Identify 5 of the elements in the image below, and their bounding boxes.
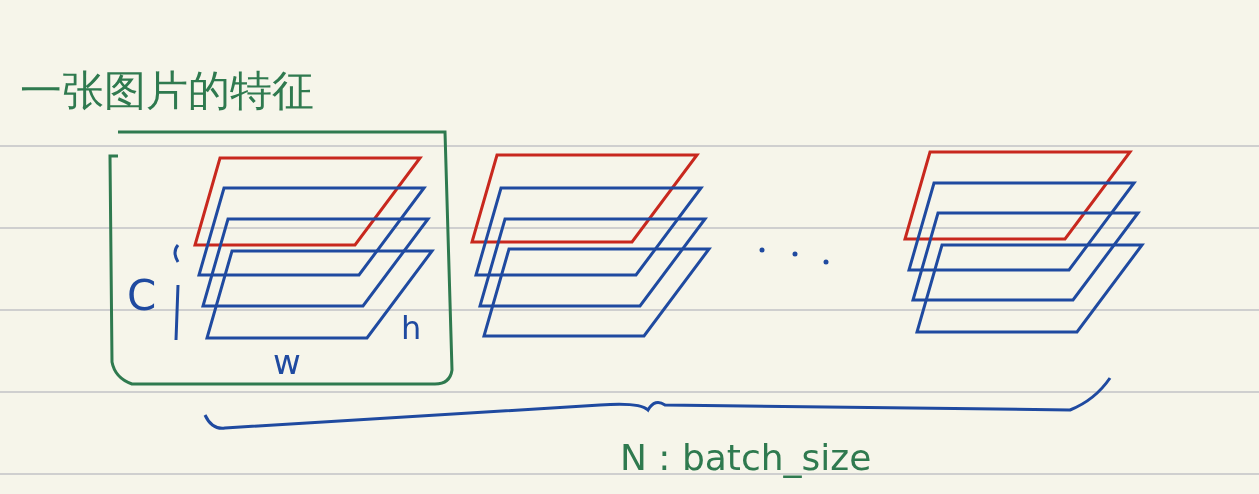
dimension-label: N : batch_size <box>620 440 872 476</box>
dimension-label: w <box>273 345 301 379</box>
heading: 一张图片的特征 <box>20 70 314 112</box>
dimension-label: h <box>401 312 422 344</box>
dimension-label: C <box>127 275 157 317</box>
